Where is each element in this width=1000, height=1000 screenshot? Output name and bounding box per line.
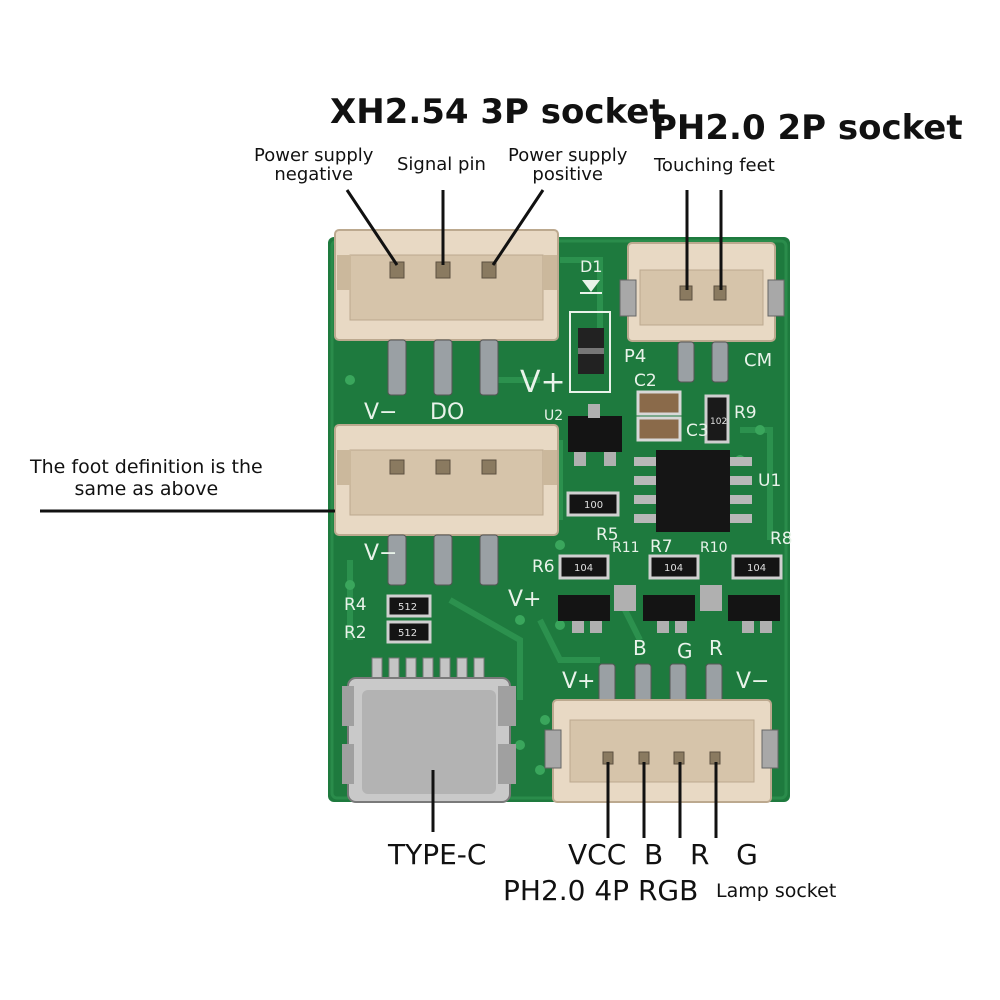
silk-c2: C2	[634, 371, 657, 391]
resistor-r9	[704, 394, 730, 444]
heading-xh-3p-socket: XH2.54 3P socket	[330, 92, 666, 132]
silk-v-plus-mid: V+	[508, 587, 541, 612]
code-r5: 100	[584, 500, 603, 511]
label-signal-pin: Signal pin	[397, 154, 486, 175]
capacitors-c2-c3	[636, 390, 682, 442]
silk-r7: R7	[650, 537, 673, 557]
silk-u2: U2	[544, 408, 563, 424]
silk-d1: D1	[580, 257, 603, 276]
label-foot-definition: The foot definition is the same as above	[30, 456, 263, 500]
silk-r2: R2	[344, 623, 367, 643]
xh-3p-connector-middle	[334, 424, 559, 586]
silk-r9: R9	[734, 403, 757, 423]
code-r4: 512	[398, 602, 417, 613]
transistor-u2	[568, 404, 622, 466]
silk-u1: U1	[758, 471, 781, 491]
code-r8: 104	[747, 563, 766, 574]
silk-r10: R10	[700, 540, 728, 556]
diode-d1	[569, 280, 611, 393]
ph-4p-rgb-connector	[544, 663, 779, 803]
silk-vplus-bottom: V+	[562, 669, 595, 694]
label-rgb-pins: VCC B R G	[568, 838, 758, 871]
silk-v-plus-top: V+	[520, 365, 566, 400]
usb-type-c-port	[342, 657, 516, 803]
silk-r4: R4	[344, 595, 367, 615]
silk-vminus-bottom: V−	[736, 669, 769, 694]
label-ph-4p-rgb: PH2.0 4P RGB	[503, 874, 699, 907]
resistor-r5	[566, 491, 620, 517]
silk-r: R	[709, 636, 723, 660]
ph-2p-connector	[619, 242, 785, 383]
silk-r6: R6	[532, 557, 555, 577]
silk-do: DO	[430, 400, 464, 425]
label-touching-feet: Touching feet	[654, 155, 775, 176]
transistor-row	[558, 585, 780, 633]
label-power-supply-negative: Power supply negative	[254, 145, 374, 185]
resistors-r4-r2	[386, 594, 432, 644]
silk-r11: R11	[612, 540, 640, 556]
chip-u1	[634, 450, 752, 532]
silk-g: G	[677, 639, 693, 663]
silk-v-minus-mid: V−	[364, 541, 397, 566]
silk-r5: R5	[596, 525, 619, 545]
code-r7: 104	[664, 563, 683, 574]
silk-c3: C3	[686, 421, 709, 441]
silk-p4: P4	[624, 346, 646, 367]
label-lamp-socket: Lamp socket	[716, 880, 837, 902]
code-r2: 512	[398, 628, 417, 639]
silk-b: B	[633, 636, 647, 660]
callout-lines	[40, 189, 723, 838]
code-r9: 102	[710, 417, 727, 427]
silk-v-minus-top: V−	[364, 400, 397, 425]
resistor-row	[558, 554, 783, 580]
heading-ph-2p-socket: PH2.0 2P socket	[652, 108, 963, 148]
code-r6: 104	[574, 563, 593, 574]
silk-r8: R8	[770, 529, 793, 549]
label-power-supply-positive: Power supply positive	[508, 145, 628, 185]
label-type-c: TYPE-C	[388, 838, 487, 871]
silk-cm: CM	[744, 350, 772, 371]
